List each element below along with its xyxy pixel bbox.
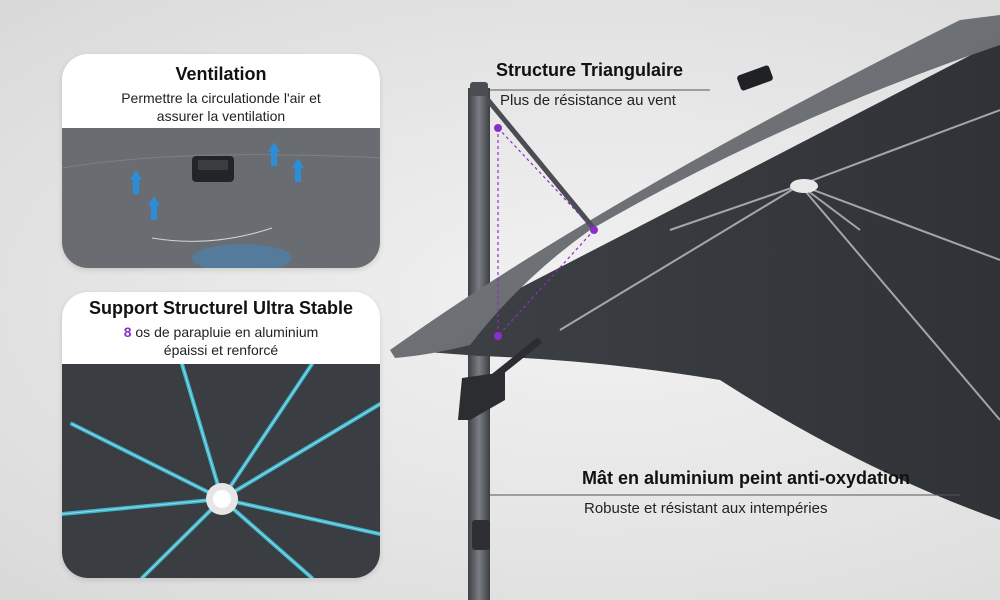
- support-desc-line2: épaissi et renforcé: [163, 342, 279, 358]
- support-arm: [486, 98, 597, 232]
- rib-count: 8: [123, 324, 132, 340]
- canopy-ribs: [559, 109, 1000, 421]
- hub-light: [790, 179, 818, 193]
- support-image: [62, 364, 380, 578]
- canopy-underside: [400, 40, 1000, 520]
- structure-desc: Plus de résistance au vent: [500, 92, 676, 109]
- support-title: Support Structurel Ultra Stable: [88, 298, 354, 318]
- tilt-bracket: [458, 337, 543, 420]
- support-card: Support Structurel Ultra Stable 8 os de …: [62, 292, 380, 578]
- structure-desc-block: Plus de résistance au vent: [500, 92, 676, 109]
- structure-title: Structure Triangulaire: [496, 60, 684, 80]
- ventilation-image: [62, 128, 380, 268]
- airflow-arrow-icon: [130, 142, 304, 220]
- ventilation-title: Ventilation: [175, 64, 267, 84]
- ventilation-card: Ventilation Permettre la circulationde l…: [62, 54, 380, 268]
- support-desc-line1: 8 os de parapluie en aluminium: [62, 323, 380, 341]
- mast-desc-block: Robuste et résistant aux intempéries: [584, 500, 827, 517]
- ventilation-desc-line1: Permettre la circulationde l'air et: [121, 90, 321, 106]
- canopy-top: [390, 15, 1000, 358]
- mast-annotation: Mât en aluminium peint anti-oxydation: [582, 468, 910, 489]
- mast-desc: Robuste et résistant aux intempéries: [584, 500, 828, 517]
- structure-annotation: Structure Triangulaire: [496, 60, 683, 81]
- support-desc-line1-rest: os de parapluie en aluminium: [131, 324, 319, 340]
- solar-panel-icon: [737, 65, 773, 91]
- triangle-indicator: [494, 124, 598, 340]
- ventilation-desc-line2: assurer la ventilation: [156, 108, 286, 124]
- mast-title: Mât en aluminium peint anti-oxydation: [582, 468, 911, 488]
